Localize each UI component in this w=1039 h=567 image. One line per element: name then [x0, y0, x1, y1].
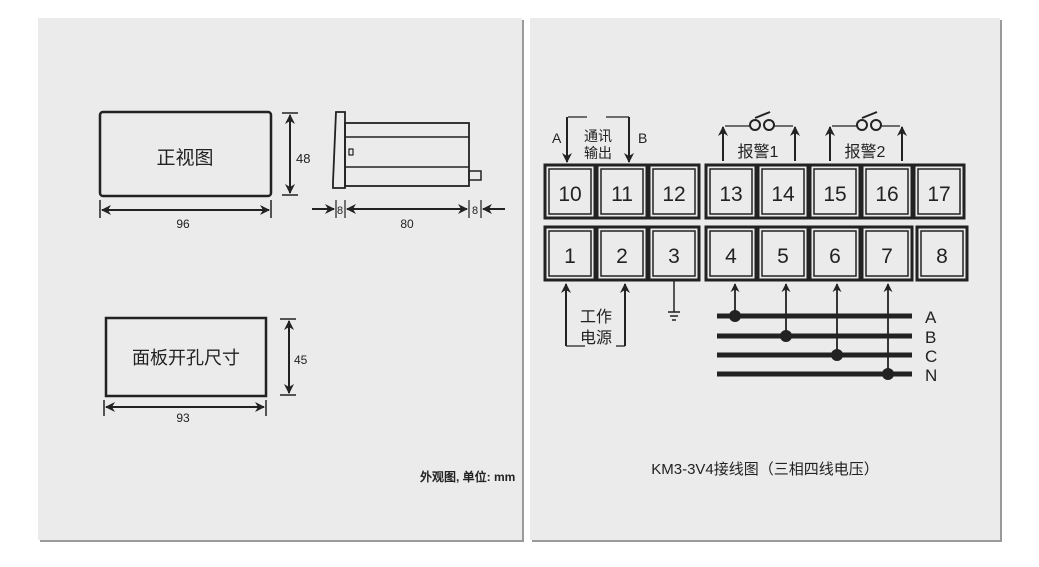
side-depth-dimension: 80 [400, 217, 414, 231]
terminal-top-6: 15 [808, 163, 862, 220]
terminal-top-4: 13 [704, 163, 758, 220]
terminal-number: 10 [558, 183, 581, 206]
terminal-top-8: 17 [912, 163, 966, 220]
terminal-number: 4 [725, 245, 737, 268]
terminal-number: 5 [777, 245, 789, 268]
phase-label: A [925, 308, 937, 327]
terminal-number: 11 [611, 183, 633, 206]
front-view-label: 正视图 [156, 147, 213, 169]
phase-label: C [925, 347, 937, 366]
side-view: 8 80 8 [312, 111, 505, 231]
side-left-margin: 8 [337, 205, 343, 217]
terminal-number: 14 [771, 183, 795, 206]
terminal-bottom-3: 3 [647, 225, 701, 282]
terminal-number: 15 [823, 183, 846, 206]
comm-b-label: B [638, 130, 647, 146]
left-panel [38, 18, 524, 542]
right-caption: KM3-3V4接线图（三相四线电压） [651, 461, 879, 478]
power-label-1: 工作 [580, 308, 612, 326]
terminal-bottom-8: 8 [915, 225, 969, 282]
terminal-number: 2 [616, 245, 628, 268]
terminal-bottom-5: 5 [756, 225, 810, 282]
terminal-number: 8 [936, 245, 948, 268]
side-right-margin: 8 [472, 205, 478, 217]
power-label-2: 电源 [580, 329, 612, 347]
junction-dot [729, 310, 741, 322]
comm-label-2: 输出 [584, 145, 612, 161]
terminal-top-5: 14 [756, 163, 810, 220]
power-supply: 工作 电源 [561, 283, 630, 347]
ground-icon [668, 281, 680, 321]
panel-cutout: 面板开孔尺寸 93 45 [103, 316, 308, 425]
terminal-bottom-4: 4 [704, 225, 758, 282]
terminal-bottom-2: 2 [595, 225, 649, 282]
terminal-number: 17 [927, 183, 950, 206]
terminal-bottom-1: 1 [543, 225, 597, 282]
cutout-label: 面板开孔尺寸 [132, 348, 240, 368]
terminal-number: 16 [875, 183, 898, 206]
terminal-bottom-7: 7 [860, 225, 914, 282]
alarm-2: 报警2 [825, 111, 907, 161]
phase-label: N [925, 366, 937, 385]
junction-dot [780, 330, 792, 342]
terminal-number: 6 [829, 245, 841, 268]
comm-a-label: A [552, 130, 562, 146]
cutout-height-dimension: 45 [294, 353, 308, 367]
terminal-number: 3 [668, 245, 680, 268]
cutout-width-dimension: 93 [176, 411, 190, 425]
comm-label-1: 通讯 [584, 128, 612, 144]
comm-output: A B 通讯 输出 [552, 116, 647, 163]
terminal-number: 7 [881, 245, 893, 268]
alarm2-label: 报警2 [845, 143, 886, 161]
front-view: 正视图 96 48 [98, 110, 310, 231]
left-caption: 外观图, 单位: mm [420, 469, 515, 484]
junction-dot [831, 349, 843, 361]
alarm1-label: 报警1 [738, 143, 779, 161]
alarm-1: 报警1 [718, 111, 800, 161]
terminal-top-1: 10 [543, 163, 597, 220]
junction-dot [882, 368, 894, 380]
terminal-number: 13 [719, 183, 742, 206]
front-width-dimension: 96 [176, 217, 190, 231]
terminal-bottom-6: 6 [808, 225, 862, 282]
front-height-dimension: 48 [296, 151, 310, 166]
terminal-top-7: 16 [860, 163, 914, 220]
terminal-number: 12 [662, 183, 685, 206]
terminal-number: 1 [564, 245, 576, 268]
terminal-top-3: 12 [647, 163, 701, 220]
phase-label: B [925, 328, 936, 347]
terminal-top-2: 11 [595, 163, 649, 220]
